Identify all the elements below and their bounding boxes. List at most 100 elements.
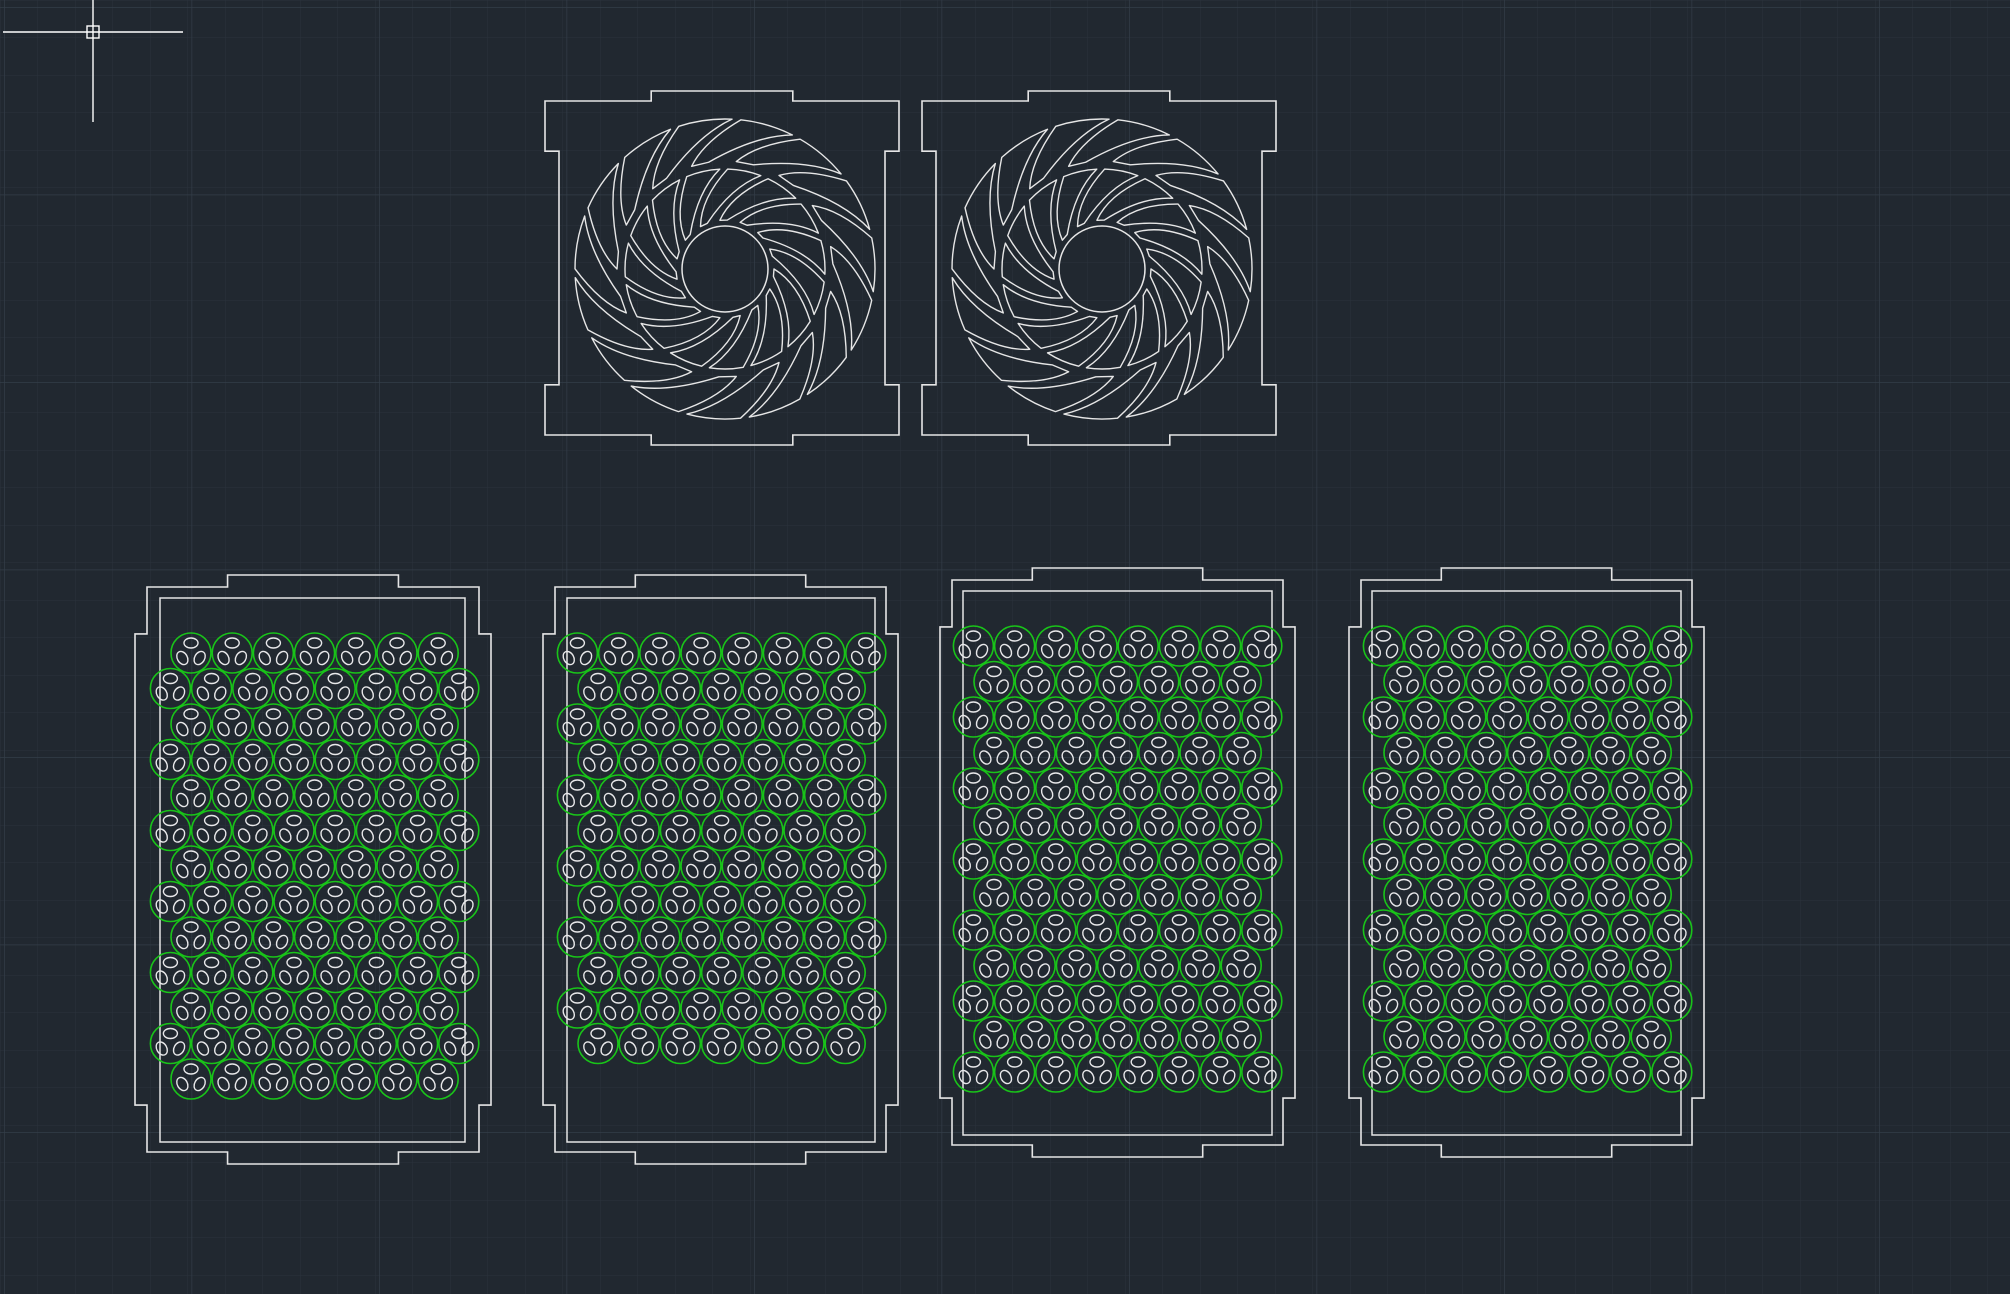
vent-hole	[1424, 731, 1466, 774]
vent-hole	[1076, 1051, 1118, 1093]
vent-hole	[803, 774, 846, 816]
vent-hole	[417, 916, 460, 958]
vent-hole	[618, 951, 661, 994]
vent-hole	[334, 632, 377, 674]
vent-hole	[252, 845, 295, 887]
vent-hole	[1548, 944, 1590, 987]
vent-hole	[1424, 873, 1466, 916]
panel-inner-frame	[159, 597, 466, 1143]
vent-hole	[700, 951, 743, 994]
vent-hole	[1241, 767, 1283, 809]
vent-hole	[1383, 731, 1425, 774]
honeycomb-panel-2[interactable]	[542, 574, 899, 1165]
vent-hole	[190, 809, 233, 852]
vent-hole	[993, 1051, 1036, 1093]
vent-hole	[170, 774, 212, 816]
vent-hole	[1179, 802, 1221, 845]
vent-hole	[680, 845, 722, 887]
vent-hole	[1403, 909, 1446, 951]
vent-hole	[700, 738, 743, 781]
vent-hole	[170, 845, 212, 887]
vent-hole	[577, 738, 619, 781]
vent-hole	[783, 1022, 825, 1065]
vent-hole	[762, 703, 805, 745]
vent-hole	[232, 951, 274, 994]
vent-hole	[993, 838, 1036, 880]
panel-outline	[921, 90, 1277, 446]
fan-blades	[951, 118, 1253, 420]
vent-hole	[1568, 838, 1611, 880]
vent-hole	[844, 845, 887, 887]
vent-hole	[721, 916, 764, 958]
vent-hole	[952, 767, 995, 809]
vent-hole	[1362, 1051, 1405, 1093]
vent-hole	[1465, 731, 1508, 774]
vent-hole	[437, 951, 480, 994]
honeycomb-panel-1[interactable]	[134, 574, 492, 1165]
vent-hole	[1220, 731, 1262, 774]
vent-hole	[1548, 802, 1590, 845]
vent-hole	[803, 845, 846, 887]
vent-hole	[417, 703, 460, 745]
vent-hole	[1199, 696, 1242, 738]
vent-hole	[437, 667, 480, 710]
vent-hole	[334, 1058, 377, 1100]
panel-outline	[939, 567, 1296, 1158]
vent-hole	[659, 951, 702, 994]
vent-hole	[437, 880, 480, 923]
vent-hole	[1179, 660, 1221, 703]
vent-hole	[314, 880, 357, 923]
vent-hole	[1138, 873, 1180, 916]
vent-hole	[1445, 980, 1487, 1022]
vent-hole	[1445, 767, 1487, 809]
vent-hole	[1589, 802, 1631, 845]
vent-hole	[1651, 625, 1693, 667]
fan-panel-1[interactable]	[544, 90, 900, 446]
vent-hole	[993, 696, 1036, 738]
vent-hole	[1076, 838, 1118, 880]
vent-hole	[1383, 660, 1425, 703]
vent-hole	[149, 667, 192, 710]
vent-hole	[1630, 731, 1672, 774]
vent-hole	[170, 987, 212, 1029]
vent-hole	[293, 916, 336, 958]
vent-hole	[273, 809, 315, 852]
vent-hole	[762, 845, 805, 887]
vent-hole	[1609, 1051, 1652, 1093]
vent-hole	[721, 632, 764, 674]
vent-hole	[355, 738, 398, 781]
vent-hole	[1383, 873, 1425, 916]
vent-hole	[1076, 980, 1118, 1022]
panel-outline	[1348, 567, 1705, 1158]
vent-hole	[577, 880, 619, 923]
vent-hole	[1486, 625, 1528, 667]
honeycomb-panel-3[interactable]	[939, 567, 1296, 1158]
vent-hole	[1630, 873, 1672, 916]
vent-hole	[334, 916, 377, 958]
vent-hole	[396, 1022, 439, 1065]
vent-hole	[638, 632, 681, 674]
vent-hole	[680, 916, 722, 958]
vent-hole	[211, 703, 253, 745]
vent-hole	[1035, 838, 1077, 880]
vent-hole	[618, 738, 661, 781]
vent-hole	[680, 774, 722, 816]
vent-hole	[396, 809, 439, 852]
vent-hole	[1158, 1051, 1201, 1093]
vent-hole	[577, 667, 619, 710]
fan-panel-2[interactable]	[921, 90, 1277, 446]
vent-hole	[577, 809, 619, 852]
vent-hole	[1506, 660, 1549, 703]
vent-hole	[1609, 696, 1652, 738]
vent-hole	[149, 809, 192, 852]
vent-hole	[1403, 1051, 1446, 1093]
vent-hole	[1548, 873, 1590, 916]
vent-hole	[1035, 696, 1077, 738]
vent-hole	[1589, 660, 1631, 703]
vent-hole	[376, 916, 418, 958]
vent-hole	[1362, 696, 1405, 738]
vent-hole	[149, 951, 192, 994]
honeycomb-panel-4[interactable]	[1348, 567, 1705, 1158]
